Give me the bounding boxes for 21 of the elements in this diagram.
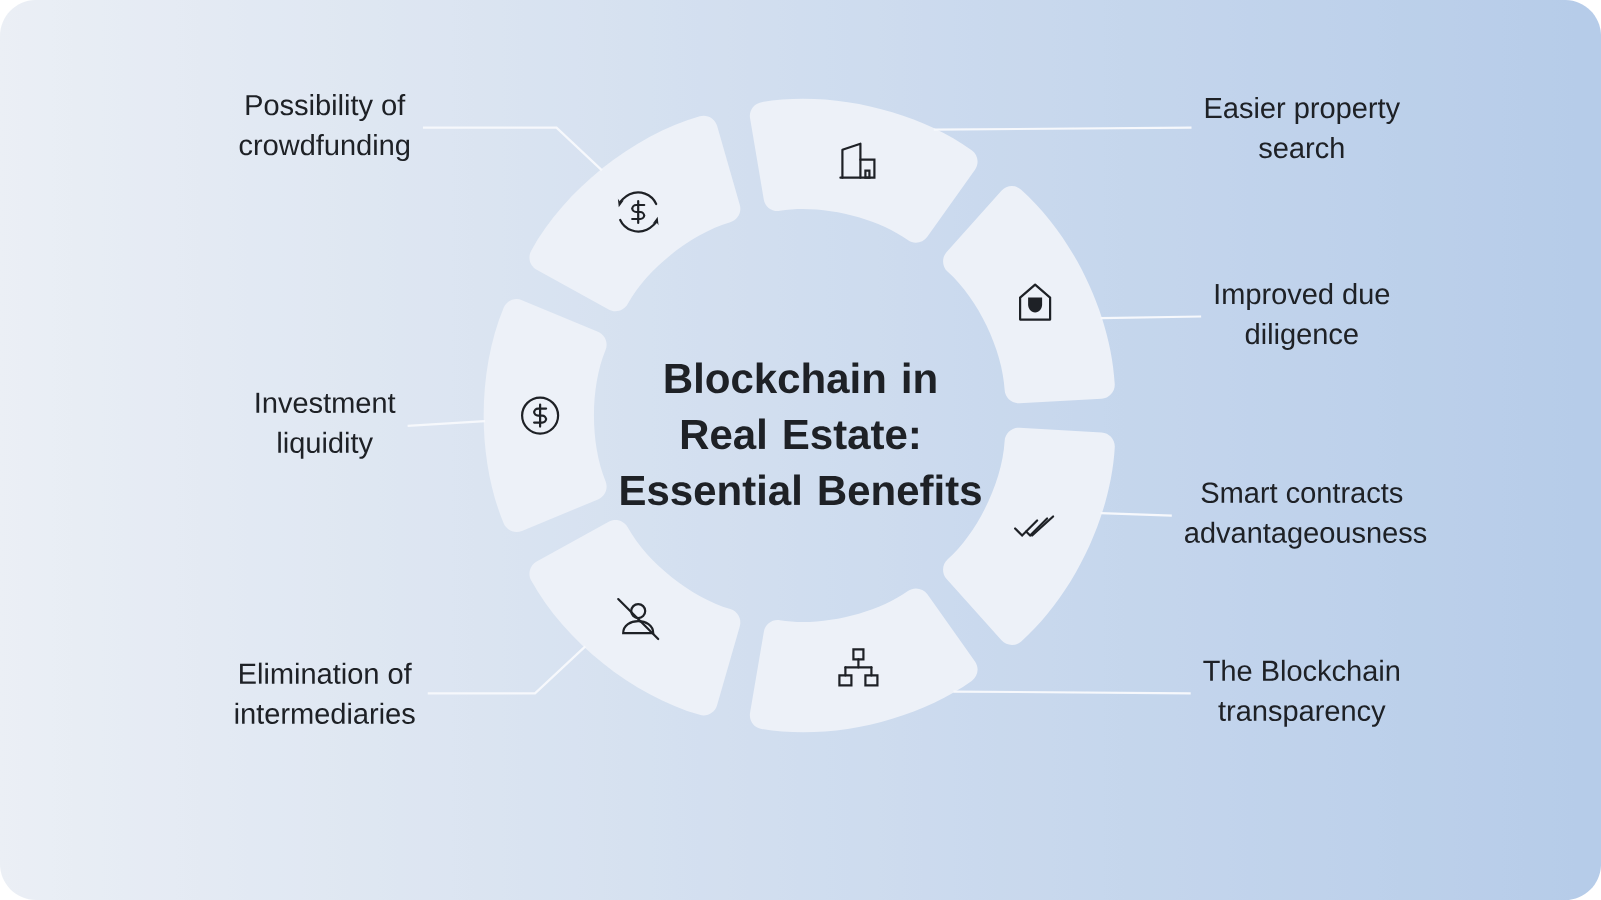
benefit-label: Possibility of crowdfunding	[239, 94, 410, 162]
benefit-label: Elimination of intermediaries	[235, 662, 415, 724]
ring-segment	[749, 98, 978, 243]
leader-line	[427, 645, 587, 695]
leader-line	[953, 690, 1191, 695]
leader-line	[1100, 315, 1202, 320]
leader-line	[1100, 512, 1172, 517]
ring-segment	[943, 186, 1115, 404]
ring-segment	[529, 115, 741, 312]
leader-line	[407, 420, 486, 427]
ring-segment	[483, 299, 607, 532]
leader-line	[422, 126, 603, 172]
benefit-label: The Blockchain transparency	[1203, 659, 1399, 727]
benefit-label: Easier property search	[1205, 96, 1401, 159]
title: Blockchain in Real Estate: Essential Benefits	[621, 362, 981, 506]
ring-segment	[749, 588, 978, 733]
ring-segment	[529, 519, 741, 716]
benefit-label: Smart contracts advantageousness	[1185, 482, 1427, 549]
benefit-label: Investment liquidity	[256, 392, 396, 459]
leader-line	[933, 126, 1192, 131]
benefit-label: Improved due diligence	[1215, 283, 1390, 350]
